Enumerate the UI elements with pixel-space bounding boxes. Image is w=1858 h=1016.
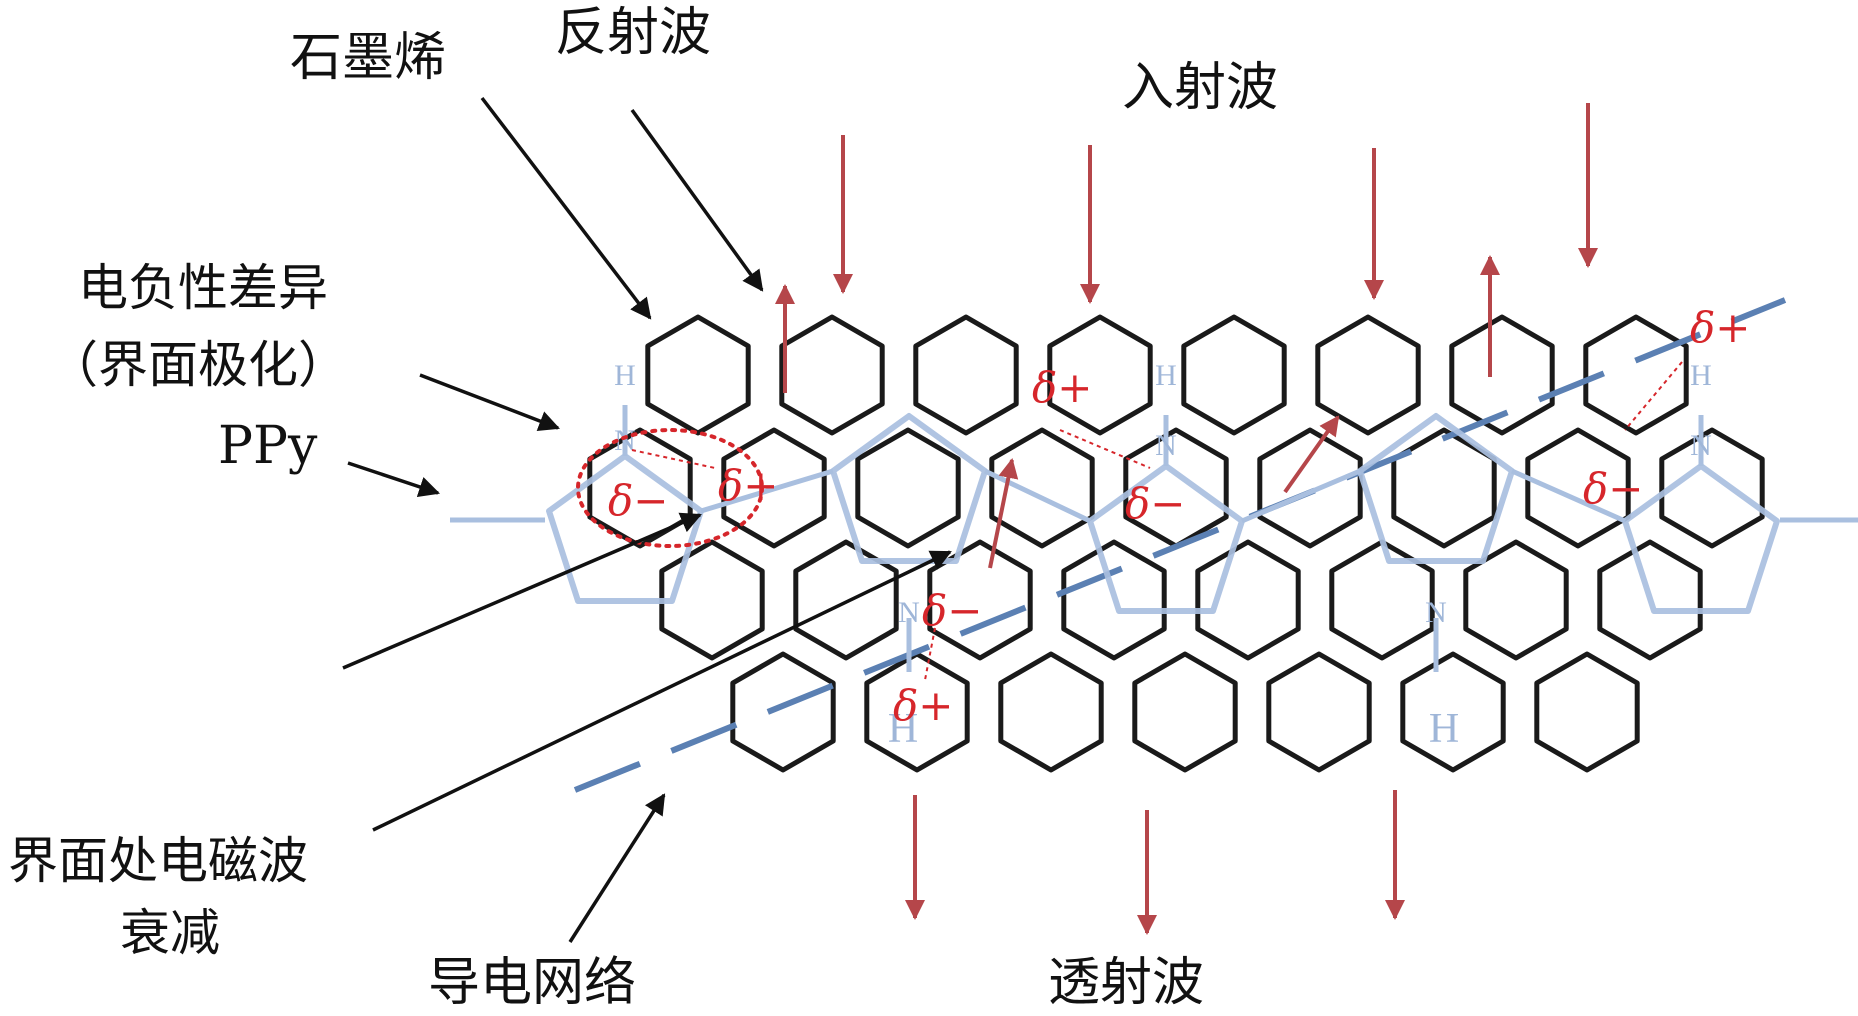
interface-polarization-circle <box>576 428 764 548</box>
attenuation-label: 界面处电磁波 <box>8 832 308 890</box>
hydrogen-atom: H <box>614 359 636 392</box>
delta-plus-label: δ+ <box>1032 363 1092 412</box>
hydrogen-bond-line <box>631 449 716 469</box>
graphene-hexagon <box>1329 539 1435 661</box>
text-labels: 石墨烯 反射波 入射波 电负性差异 （界面极化） PPy 界面处电磁波 衰减 导… <box>8 3 1278 1013</box>
nitrogen-atom: N <box>1690 429 1712 462</box>
electronegativity-label: 电负性差异 <box>78 259 328 317</box>
reflected-arrow <box>988 458 1019 569</box>
graphene-hexagon <box>659 539 765 661</box>
graphene-hexagon <box>1315 314 1421 436</box>
graphene-hexagon <box>1463 539 1569 661</box>
delta-plus-label: δ+ <box>1690 303 1750 352</box>
nitrogen-atom: N <box>1425 596 1447 629</box>
ppy-ring <box>830 413 988 564</box>
conductive-network-label: 导电网络 <box>428 953 636 1013</box>
hydrogen-atom: H <box>888 706 918 752</box>
graphene-hexagon <box>864 651 970 773</box>
hydrogen-atom: H <box>1155 359 1177 392</box>
ppy-ring <box>1087 463 1245 614</box>
hydrogen-atom: H <box>1690 359 1712 392</box>
ppy-chain <box>450 405 1858 672</box>
graphene-hexagon <box>1047 314 1153 436</box>
graphene-hexagon <box>1400 651 1506 773</box>
hydrogen-bond-line <box>1624 361 1683 431</box>
graphene-hexagon <box>1061 539 1167 661</box>
ppy-bond <box>700 468 834 514</box>
graphene-hexagon <box>1583 314 1689 436</box>
nitrogen-atom: N <box>614 424 636 457</box>
delta-minus-label: δ− <box>1125 479 1185 528</box>
delta-plus-label: δ+ <box>893 681 953 730</box>
graphene-hexagon <box>793 539 899 661</box>
pointer-arrows <box>342 96 952 943</box>
ppy-ring <box>1357 413 1515 564</box>
nitrogen-atom: N <box>1155 429 1177 462</box>
reflected-arrow <box>1283 415 1340 494</box>
hydrogen-bond-line <box>1059 429 1151 469</box>
graphene-hexagon <box>1597 539 1703 661</box>
reflected-wave-pointer <box>630 108 764 292</box>
graphene-hexagon <box>855 427 961 549</box>
graphene-hexagon <box>998 651 1104 773</box>
electronegativity-pointer <box>419 373 560 432</box>
ppy-bond <box>1510 468 1627 524</box>
ppy-bond <box>1241 468 1361 524</box>
graphene-hexagon <box>1195 539 1301 661</box>
atom-labels: H N H N H N N H N H <box>614 359 1712 752</box>
transmitted-wave-arrows <box>905 790 1405 935</box>
hydrogen-bond-line <box>924 627 936 681</box>
attenuation-pointer <box>342 512 702 670</box>
attenuation-label-line2: 衰减 <box>120 904 220 962</box>
charge-labels: δ− δ+ δ+ δ− δ− δ+ δ+ δ− <box>608 303 1750 730</box>
graphene-hexagon <box>1525 427 1631 549</box>
incident-wave-label: 入射波 <box>1122 58 1278 118</box>
interaction-lines <box>631 361 1683 681</box>
transmitted-wave-label: 透射波 <box>1048 953 1204 1013</box>
graphene-lattice <box>587 314 1765 773</box>
graphene-hexagon <box>645 314 751 436</box>
conductive-network-line <box>573 297 1787 793</box>
graphene-hexagon <box>1257 427 1363 549</box>
delta-minus-label: δ− <box>922 586 982 635</box>
graphene-hexagon <box>730 651 836 773</box>
nitrogen-atom: N <box>898 596 920 629</box>
graphene-hexagon <box>721 427 827 549</box>
graphene-hexagon <box>1266 651 1372 773</box>
delta-minus-label: δ− <box>1583 464 1643 513</box>
interface-polarization-label: （界面极化） <box>48 336 348 394</box>
graphene-hexagon <box>779 314 885 436</box>
graphene-hexagon <box>1534 651 1640 773</box>
graphene-hexagon <box>1181 314 1287 436</box>
graphene-hexagon <box>913 314 1019 436</box>
graphene-pointer <box>480 96 652 320</box>
attenuation-pointer <box>372 550 952 832</box>
ppy-ring <box>1622 463 1780 614</box>
graphene-hexagon <box>1659 427 1765 549</box>
delta-plus-label: δ+ <box>718 461 778 510</box>
ppy-label: PPy <box>218 416 318 476</box>
delta-minus-label: δ− <box>608 476 668 525</box>
reflected-wave-arrows <box>775 255 1500 569</box>
graphene-hexagon <box>927 539 1033 661</box>
ppy-ring <box>546 453 704 604</box>
reflected-wave-label: 反射波 <box>555 3 711 63</box>
incident-wave-arrows <box>833 103 1598 304</box>
ppy-pointer <box>347 461 440 497</box>
graphene-hexagon <box>989 427 1095 549</box>
graphene-label: 石墨烯 <box>290 28 446 88</box>
graphene-hexagon <box>1449 314 1555 436</box>
graphene-hexagon <box>1132 651 1238 773</box>
hydrogen-atom: H <box>1429 706 1459 752</box>
conductive-network-pointer <box>568 793 666 943</box>
